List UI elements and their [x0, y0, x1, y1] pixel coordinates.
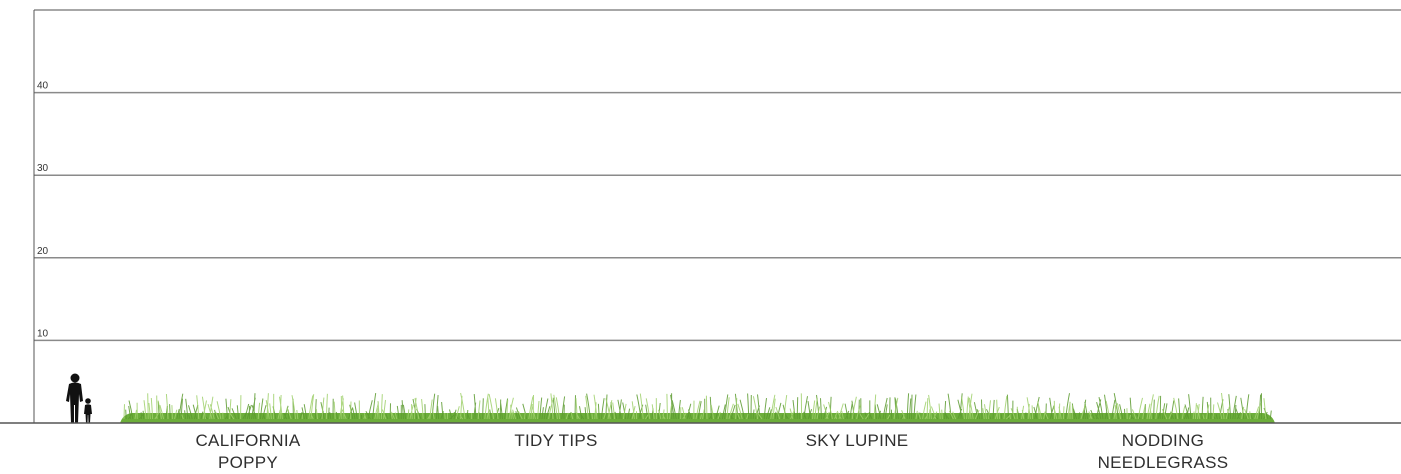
grass-ground-cover [120, 392, 1275, 423]
y-tick-label: 40 [37, 81, 49, 92]
y-tick-label: 10 [37, 328, 49, 339]
grass-blades-light [123, 392, 1267, 420]
plant-label: CALIFORNIA POPPY [195, 431, 301, 472]
y-axis-ticks: 10 20 30 40 [37, 81, 49, 340]
y-tick-label: 30 [37, 163, 49, 174]
grid-lines [34, 9, 1401, 342]
adult-silhouette-icon [66, 373, 83, 423]
y-tick-label: 20 [37, 246, 49, 257]
plant-label: TIDY TIPS [514, 431, 598, 450]
child-silhouette-icon [84, 398, 92, 423]
plant-label: SKY LUPINE [805, 431, 909, 450]
plant-label: NODDING NEEDLEGRASS [1097, 431, 1229, 472]
human-scale [66, 373, 92, 423]
